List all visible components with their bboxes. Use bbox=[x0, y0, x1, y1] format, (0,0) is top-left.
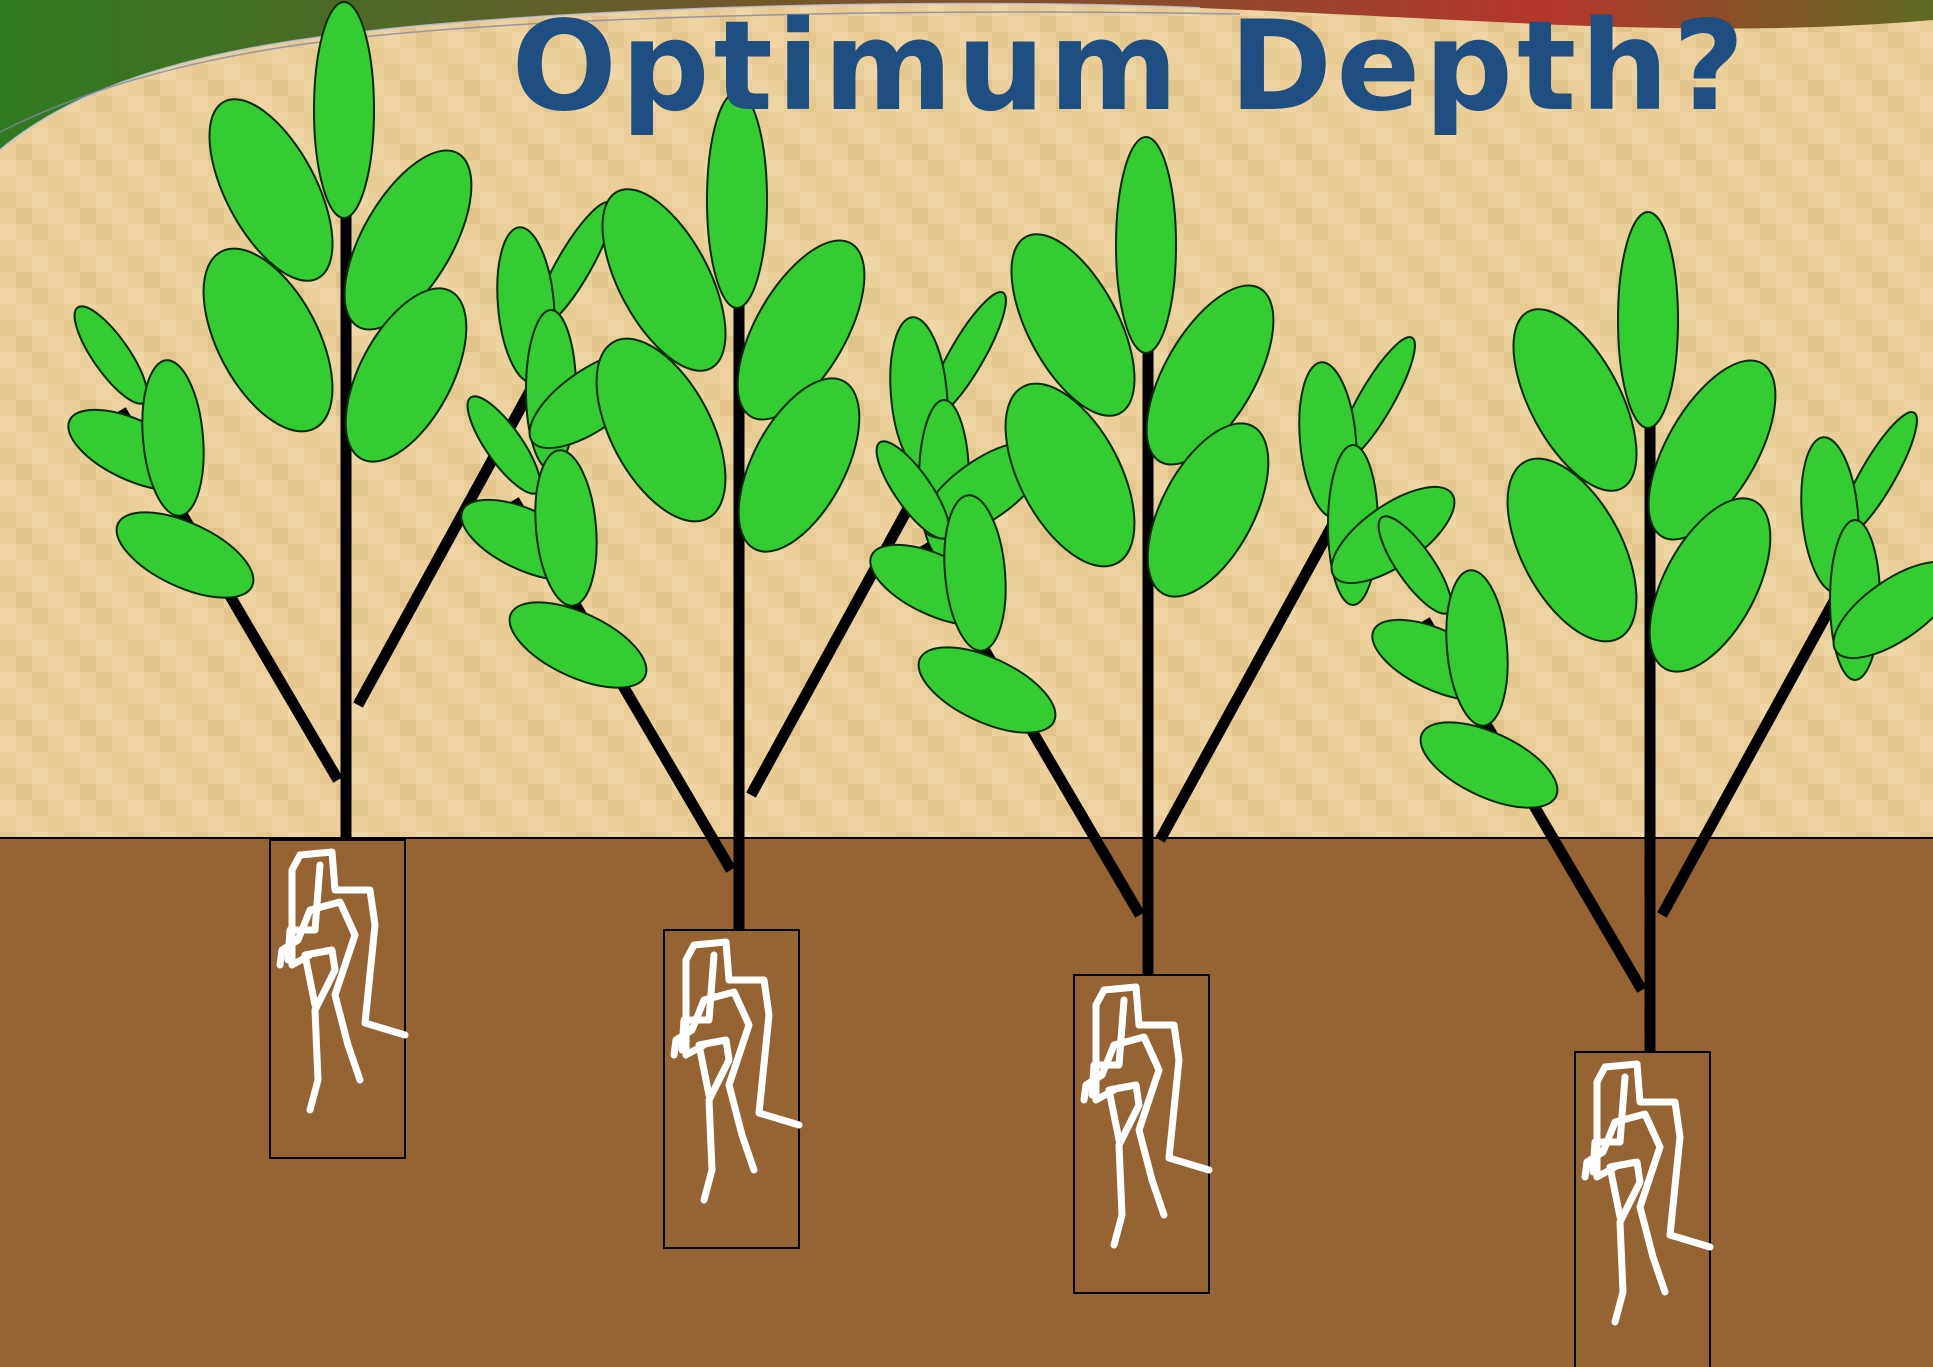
leaf bbox=[314, 2, 374, 218]
slide-title: Optimum Depth? bbox=[470, 0, 1790, 135]
leaf bbox=[1618, 212, 1678, 428]
leaf bbox=[1116, 137, 1176, 353]
